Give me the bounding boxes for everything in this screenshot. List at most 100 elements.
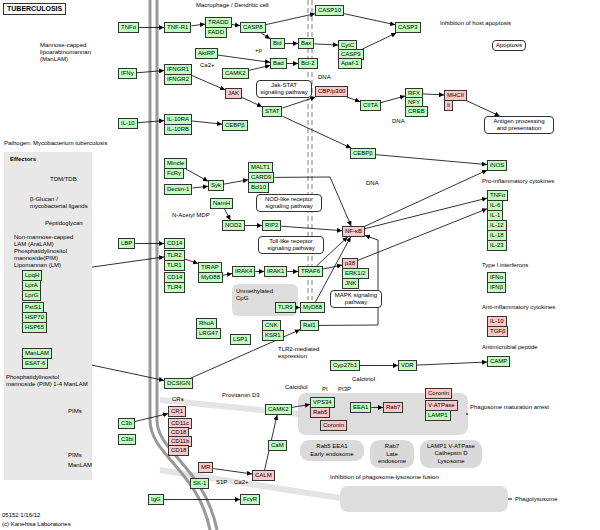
connector-arrow bbox=[191, 24, 205, 26]
node-text: DCSIGN bbox=[167, 380, 190, 387]
gene-box: TLR9 bbox=[275, 302, 296, 313]
node-text: CASP10 bbox=[318, 7, 341, 14]
node-text: CD14 bbox=[167, 274, 182, 281]
node-text: CD18 bbox=[171, 447, 186, 454]
pathway-box: Apoptosis bbox=[492, 40, 526, 51]
node-text: Rab7 bbox=[386, 404, 400, 411]
node-text: C3bi bbox=[121, 436, 133, 443]
annotation-label: PI bbox=[322, 386, 328, 393]
gene-box: CaM bbox=[268, 440, 287, 451]
gene-box: Syk bbox=[208, 180, 224, 191]
node-text: IFNγ bbox=[121, 70, 134, 77]
node-text: CNK bbox=[265, 322, 278, 329]
gene-box: C3bi bbox=[118, 434, 136, 445]
connector-arrow bbox=[138, 121, 164, 123]
map-title: TUBERCULOSIS bbox=[3, 3, 66, 15]
node-text: Early endosome bbox=[303, 451, 361, 458]
node-text: MR bbox=[201, 464, 210, 471]
gene-box: Apaf-1 bbox=[338, 58, 362, 69]
annotation-label: Calcitriol bbox=[352, 376, 375, 383]
node-text: NOD2 bbox=[225, 222, 242, 229]
connector-arrow bbox=[319, 235, 378, 325]
connector-arrow bbox=[135, 243, 164, 244]
node-text: SK-1 bbox=[193, 480, 206, 487]
annotation-label: ManLAM bbox=[68, 462, 92, 469]
connector-arrow bbox=[287, 271, 298, 272]
gene-box: CD14 bbox=[164, 238, 185, 249]
gene-box: HSP65 bbox=[22, 322, 47, 333]
node-text: LAMP1 bbox=[428, 412, 448, 419]
connector-arrow bbox=[164, 499, 240, 500]
annotation-label: Non-mannose-capped LAM (AraLAM) Phosphat… bbox=[14, 234, 86, 269]
node-text: LSP1 bbox=[233, 336, 248, 343]
connector-arrow bbox=[242, 97, 262, 106]
node-text: NamH bbox=[213, 200, 230, 207]
node-text: Syk bbox=[211, 182, 221, 189]
gene-box: FcRγ bbox=[164, 168, 184, 179]
gene-box: LAMP1 bbox=[425, 410, 451, 421]
node-text: FcγR bbox=[243, 496, 257, 503]
connector-arrow bbox=[135, 414, 168, 422]
gene-box: IL-10 bbox=[118, 118, 138, 129]
annotation-label: Peptidoglycan bbox=[45, 220, 83, 227]
gene-box: VDR bbox=[398, 360, 417, 371]
annotation-label: Provitamin D3 bbox=[222, 392, 260, 399]
node-text: CAMK2 bbox=[268, 406, 289, 413]
annotation-label: S1P bbox=[216, 479, 227, 486]
annotation-label: Type I interferons bbox=[482, 262, 528, 269]
node-text: Lysosome bbox=[423, 458, 479, 465]
node-text: LRG47 bbox=[199, 330, 218, 337]
node-text: Raf1 bbox=[303, 322, 316, 329]
gene-box-highlighted: TGFβ bbox=[487, 326, 508, 337]
connector-arrow bbox=[344, 14, 395, 25]
connector-arrow bbox=[249, 65, 270, 70]
pathway-box: Antigen processing and presentation bbox=[484, 116, 554, 134]
node-text: HSP65 bbox=[25, 324, 44, 331]
pathway-box: Jak-STAT signaling pathway bbox=[256, 80, 312, 98]
node-text: EEA1 bbox=[353, 404, 368, 411]
node-text: TNFα bbox=[121, 24, 136, 31]
gene-box: Raf1 bbox=[300, 320, 319, 331]
node-text: MAPK signaling pathway bbox=[334, 292, 378, 306]
gene-box: TNF-R1 bbox=[164, 22, 191, 33]
node-text: TLR2 bbox=[167, 252, 182, 259]
node-text: TNF-R1 bbox=[167, 24, 188, 31]
gene-box: CIITA bbox=[360, 100, 381, 111]
node-text: CASP3 bbox=[398, 24, 418, 31]
node-text: CD11b bbox=[171, 438, 189, 445]
node-text: IL-1 bbox=[490, 212, 500, 219]
node-text: IL-10RA bbox=[167, 116, 189, 123]
node-text: NFY bbox=[408, 99, 420, 106]
node-text: iNOS bbox=[490, 162, 504, 169]
gene-box: NOD2 bbox=[222, 220, 245, 231]
gene-box: IFNβ bbox=[487, 282, 506, 293]
annotation-label: (c) Kanehisa Laboratories bbox=[2, 521, 71, 528]
node-text: CAMK2 bbox=[225, 70, 246, 77]
connector-arrow bbox=[192, 121, 222, 124]
gene-box: iNOS bbox=[487, 160, 507, 171]
connector-arrow bbox=[360, 365, 398, 366]
node-text: IL-10 bbox=[490, 318, 504, 325]
gene-box-highlighted: CBP/p300 bbox=[315, 86, 348, 97]
gene-box: IL-10RB bbox=[164, 124, 192, 135]
annotation-label: 05152 1/16/12 bbox=[2, 512, 40, 519]
annotation-label: DNA bbox=[392, 118, 405, 125]
annotation-label: Phagosome maturation arrest bbox=[470, 404, 549, 411]
gene-box-highlighted: MR bbox=[198, 462, 213, 473]
connector-arrow bbox=[255, 271, 264, 272]
node-text: C3b bbox=[121, 420, 132, 427]
gene-box: TLR4 bbox=[164, 282, 185, 293]
node-text: Rab5 bbox=[313, 409, 327, 416]
gene-box: LBP bbox=[118, 238, 135, 249]
node-text: Dectin-1 bbox=[167, 186, 189, 193]
gene-box: TLR1 bbox=[164, 260, 185, 271]
node-text: LBP bbox=[121, 240, 132, 247]
gene-box: CREB bbox=[405, 106, 428, 117]
annotation-label: Antimicrobial peptide bbox=[482, 344, 538, 351]
annotation-label: +p bbox=[255, 47, 262, 54]
gene-box: CAMP bbox=[487, 356, 510, 367]
connector-arrow bbox=[417, 362, 487, 365]
phagosome-band bbox=[298, 393, 468, 435]
connector-arrow bbox=[323, 265, 342, 269]
node-text: NOD-like receptor signaling pathway bbox=[260, 196, 318, 210]
